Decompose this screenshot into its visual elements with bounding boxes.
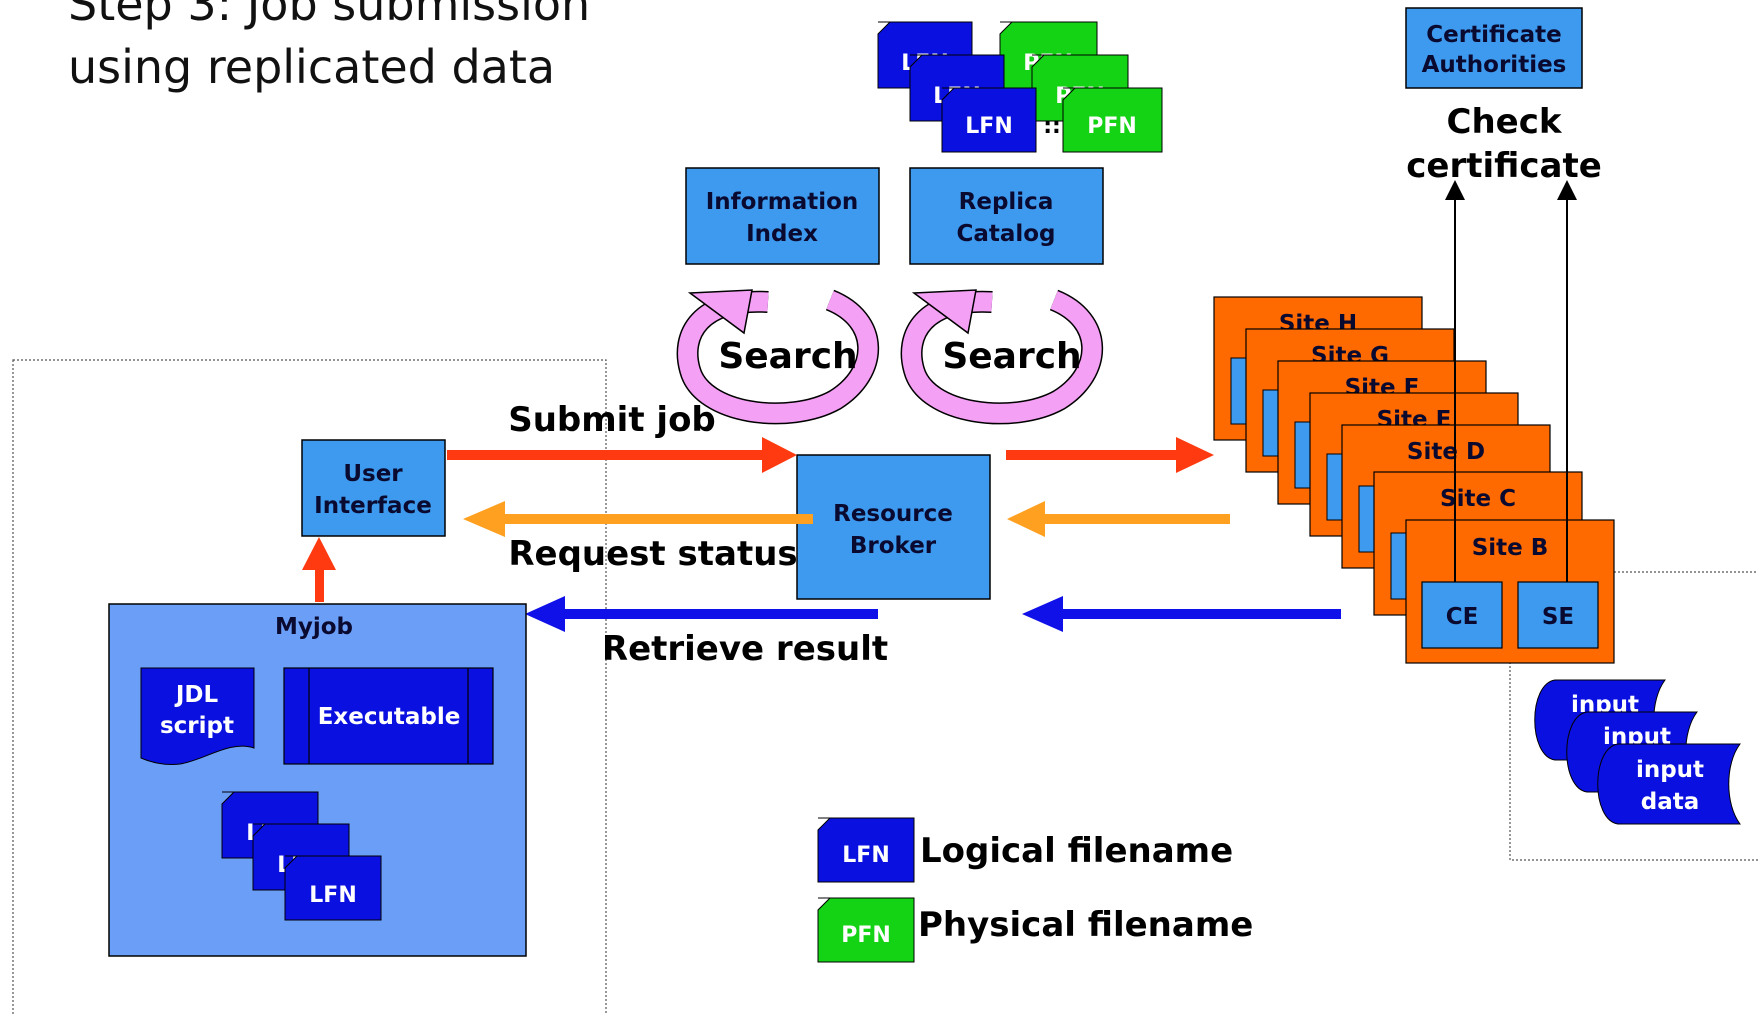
search-cycle-right: Search: [900, 289, 1104, 425]
input-data-stack: input input input data: [1534, 679, 1741, 825]
search-arrowhead-left: [687, 289, 753, 335]
myjob-box: Myjob JDL script Executable LFN LFN LFN: [108, 603, 527, 957]
jdl-script-doc: JDL script: [140, 667, 255, 765]
user-interface-box: User Interface: [301, 439, 446, 537]
svg-text:Replica: Replica: [959, 189, 1054, 215]
submit-job-label: Submit job: [508, 400, 716, 440]
svg-text:Site C: Site C: [1440, 486, 1516, 512]
svg-text:PFN: PFN: [1087, 114, 1137, 139]
svg-text:User: User: [343, 461, 403, 487]
request-status-arrow-1: [463, 501, 813, 537]
legend: LFN Logical filename PFN Physical filena…: [817, 817, 1253, 963]
svg-text:JDL: JDL: [174, 682, 219, 708]
search-label-right: Search: [942, 336, 1081, 377]
legend-lfn-tag: LFN: [817, 817, 915, 883]
retrieve-result-arrow-1: [525, 596, 878, 632]
legend-pfn-tag: PFN: [817, 897, 915, 963]
svg-text:LFN: LFN: [842, 843, 889, 868]
title-line-1: Step 3: Job submission: [68, 0, 590, 31]
pfn-tag-3: PFN: [1062, 87, 1163, 153]
svg-text:Site D: Site D: [1407, 439, 1485, 465]
svg-text:Site B: Site B: [1472, 535, 1549, 561]
search-arrowhead-right: [911, 289, 977, 335]
retrieve-result-label: Retrieve result: [602, 629, 888, 669]
replica-file-stack: LFN PFN LFN PFN LFN :: PFN: [877, 21, 1163, 153]
svg-text:LFN: LFN: [965, 114, 1012, 139]
search-cycle-left: Search: [676, 289, 880, 425]
retrieve-result-arrow-2: [1022, 596, 1341, 632]
site-stack: Site H Site G Site F Site E Site D Site …: [1213, 296, 1615, 664]
site-b: Site B CE SE: [1405, 519, 1615, 664]
check-certificate-line-2: certificate: [1406, 146, 1602, 186]
svg-text:Broker: Broker: [850, 533, 937, 559]
resource-broker-box: Resource Broker: [796, 454, 991, 600]
request-status-arrow-2: [1007, 501, 1230, 537]
executable-box: Executable: [283, 667, 494, 765]
information-index-box: Information Index: [685, 167, 880, 265]
myjob-to-ui-arrow: [302, 537, 336, 602]
svg-text:Authorities: Authorities: [1422, 52, 1567, 78]
svg-text:Certificate: Certificate: [1426, 22, 1562, 48]
svg-text:data: data: [1641, 789, 1700, 815]
submit-job-arrow-2: [1006, 437, 1214, 473]
storage-element-box: SE: [1517, 581, 1599, 649]
myjob-title: Myjob: [275, 614, 353, 640]
input-data-drum-3: input data: [1597, 743, 1741, 825]
title-line-2: using replicated data: [68, 40, 555, 94]
svg-text:CE: CE: [1446, 604, 1479, 630]
svg-text:Resource: Resource: [833, 501, 953, 527]
svg-text:Interface: Interface: [314, 493, 432, 519]
request-status-label: Request status: [508, 534, 797, 574]
myjob-lfn-tag-3: LFN: [284, 855, 382, 921]
svg-text:script: script: [160, 713, 234, 739]
submit-job-arrow-1: [447, 437, 797, 473]
user-site-region: [12, 359, 607, 1015]
svg-text:SE: SE: [1542, 604, 1574, 630]
compute-element-box: CE: [1421, 581, 1503, 649]
svg-text:Executable: Executable: [318, 704, 461, 730]
check-certificate-line-1: Check: [1447, 102, 1563, 142]
legend-pfn-description: Physical filename: [918, 905, 1253, 945]
lfn-tag-3: LFN: [941, 87, 1037, 153]
svg-text:Catalog: Catalog: [956, 221, 1055, 247]
file-ellipsis: ::: [1043, 114, 1061, 139]
search-label-left: Search: [718, 336, 857, 377]
svg-text:Index: Index: [746, 221, 818, 247]
replica-catalog-box: Replica Catalog: [909, 167, 1104, 265]
svg-text:LFN: LFN: [309, 883, 356, 908]
svg-text:Information: Information: [706, 189, 859, 215]
svg-text:input: input: [1636, 757, 1704, 783]
legend-lfn-description: Logical filename: [920, 831, 1233, 871]
certificate-authorities-box: Certificate Authorities: [1405, 7, 1583, 89]
storage-region: [1509, 571, 1758, 861]
svg-text:PFN: PFN: [841, 923, 891, 948]
